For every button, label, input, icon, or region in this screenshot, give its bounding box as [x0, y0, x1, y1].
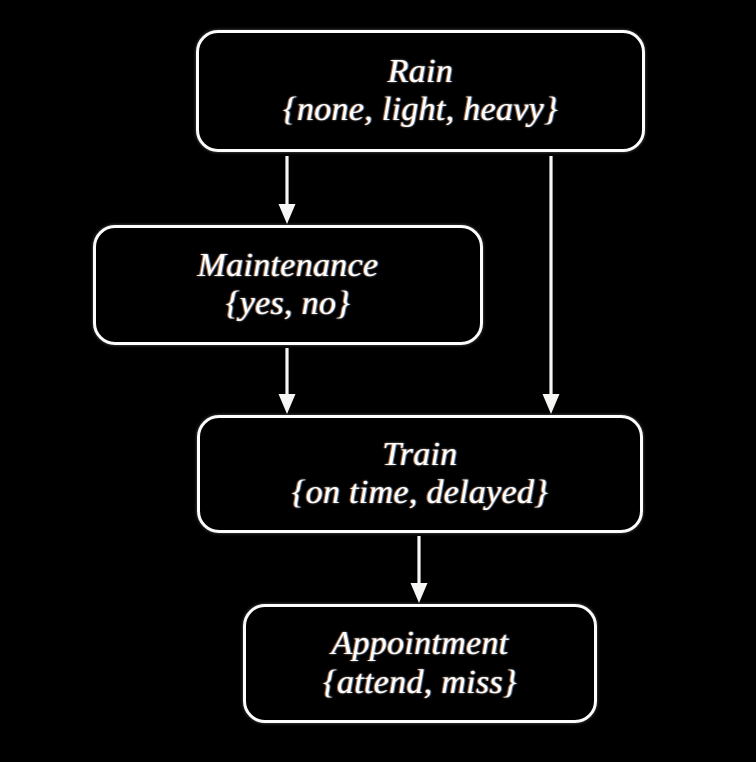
- node-maintenance-label: Maintenance: [197, 246, 379, 284]
- edge-rain-to-maintenance: [259, 152, 315, 226]
- edge-rain-to-train-arrowhead: [542, 394, 560, 414]
- edge-train-to-appointment: [391, 533, 447, 605]
- edge-rain-to-train: [523, 152, 579, 416]
- node-rain-label: Rain: [387, 52, 454, 90]
- node-appointment-states: {attend, miss}: [323, 663, 517, 701]
- node-rain-states: {none, light, heavy}: [283, 91, 558, 128]
- node-maintenance[interactable]: Maintenance {yes, no}: [93, 225, 483, 345]
- edge-train-to-appointment-arrowhead: [410, 583, 428, 603]
- edge-rain-to-maintenance-arrowhead: [278, 204, 296, 224]
- edge-maintenance-to-train-arrowhead: [278, 394, 296, 414]
- node-appointment-label: Appointment: [331, 625, 509, 663]
- node-rain[interactable]: Rain {none, light, heavy}: [196, 30, 645, 152]
- edge-maintenance-to-train: [259, 345, 315, 416]
- node-train[interactable]: Train {on time, delayed}: [197, 415, 643, 533]
- node-appointment[interactable]: Appointment {attend, miss}: [243, 604, 597, 723]
- node-maintenance-states: {yes, no}: [225, 285, 351, 322]
- node-train-states: {on time, delayed}: [291, 474, 549, 511]
- node-train-label: Train: [382, 435, 458, 473]
